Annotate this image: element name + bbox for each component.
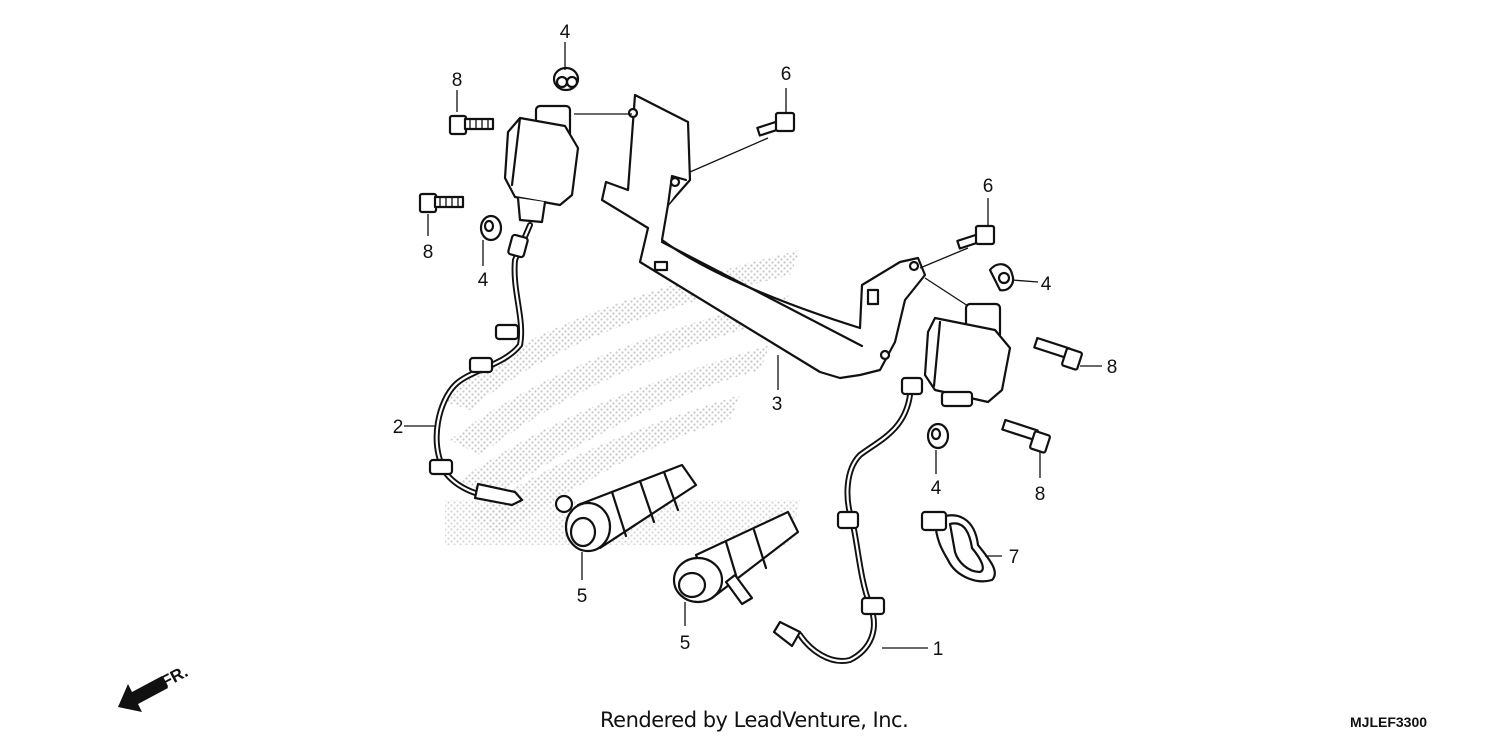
callout-8-left-lower: 8 xyxy=(423,242,434,263)
flange-bolt-lower xyxy=(956,224,996,250)
collar-left xyxy=(479,214,503,242)
callout-8-left-upper: 8 xyxy=(452,70,463,91)
callout-7: 7 xyxy=(1009,547,1020,568)
collar-right-lower xyxy=(926,422,950,450)
render-credit: Rendered by LeadVenture, Inc. xyxy=(600,708,909,732)
callout-5-right: 5 xyxy=(680,633,691,654)
collar-top xyxy=(552,66,580,92)
leader-lines xyxy=(404,42,1102,649)
flange-bolt-upper xyxy=(756,111,796,137)
callout-4-right-upper: 4 xyxy=(1041,274,1052,295)
callout-8-right-lower: 8 xyxy=(1035,484,1046,505)
ignition-coil-right xyxy=(923,302,1012,408)
collar-right-upper xyxy=(988,263,1015,292)
bolt-right-lower xyxy=(1001,418,1051,454)
callout-5-left: 5 xyxy=(577,586,588,607)
wire-clamp xyxy=(920,510,996,583)
callout-4-left: 4 xyxy=(478,270,489,291)
front-arrow-icon xyxy=(118,676,168,712)
callout-1: 1 xyxy=(933,639,944,660)
callouts: 1 2 3 4 4 4 4 5 5 6 6 7 8 8 8 8 xyxy=(393,22,1118,660)
front-direction-indicator: FR. xyxy=(118,662,191,712)
plug-cap-left xyxy=(554,463,698,553)
callout-4-top: 4 xyxy=(560,22,571,43)
ignition-coil-left xyxy=(503,104,580,224)
callout-3: 3 xyxy=(772,394,783,415)
callout-6-lower: 6 xyxy=(983,176,994,197)
coil-bracket xyxy=(600,93,927,380)
diagram-code: MJLEF3300 xyxy=(1350,714,1428,730)
ignition-wire-left xyxy=(428,222,533,507)
callout-8-right-upper: 8 xyxy=(1107,357,1118,378)
callout-4-right-lower: 4 xyxy=(931,478,942,499)
ignition-wire-right xyxy=(772,376,924,664)
plug-cap-right xyxy=(672,510,800,606)
callout-6-upper: 6 xyxy=(781,64,792,85)
bolt-right-upper xyxy=(1033,336,1083,371)
callout-2: 2 xyxy=(393,417,404,438)
bolt-left-lower xyxy=(418,192,465,214)
bolt-left-upper xyxy=(448,114,495,136)
